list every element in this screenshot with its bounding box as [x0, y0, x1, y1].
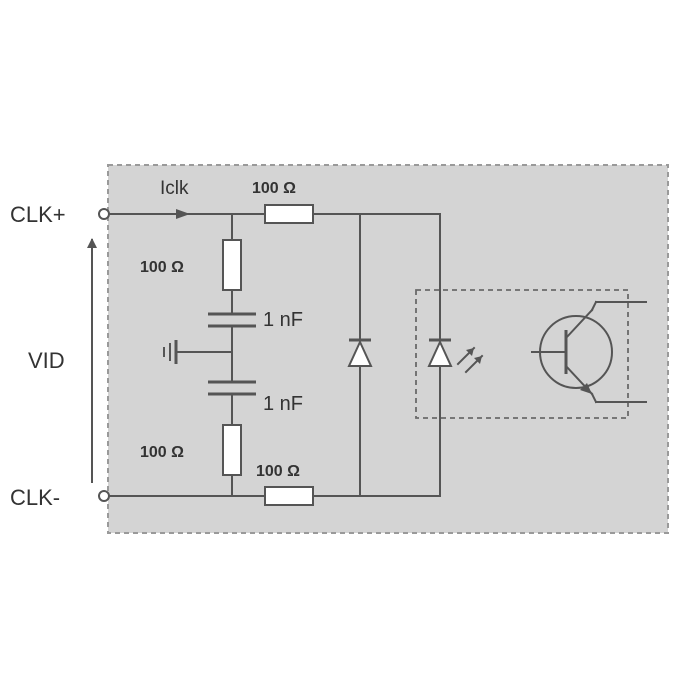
resistor-shunt-bottom-value: 100 Ω	[140, 444, 184, 461]
diode-icon	[347, 213, 373, 497]
capacitor-top-value: 1 nF	[263, 309, 303, 331]
current-label: Iclk	[160, 178, 189, 199]
clk-minus-label: CLK-	[10, 485, 60, 510]
clk-plus-terminal	[98, 208, 110, 220]
led-icon	[427, 213, 484, 497]
vid-label: VID	[28, 348, 65, 373]
resistor-series-bottom	[264, 486, 314, 506]
resistor-shunt-bottom	[222, 424, 242, 476]
capacitor-bottom-value: 1 nF	[263, 393, 303, 415]
resistor-series-top-value: 100 Ω	[252, 180, 296, 197]
module-box	[107, 164, 669, 534]
resistor-shunt-top	[222, 239, 242, 291]
optocoupler-box	[415, 289, 629, 419]
resistor-shunt-top-value: 100 Ω	[140, 259, 184, 276]
resistor-series-top	[264, 204, 314, 224]
ground-icon	[163, 340, 178, 364]
clk-minus-terminal	[98, 490, 110, 502]
current-arrow	[176, 209, 190, 219]
shunt-branch	[175, 213, 256, 497]
phototransistor-icon	[531, 300, 647, 404]
top-rail	[109, 209, 441, 219]
resistor-series-bottom-value: 100 Ω	[256, 463, 300, 480]
clk-plus-label: CLK+	[10, 202, 66, 227]
